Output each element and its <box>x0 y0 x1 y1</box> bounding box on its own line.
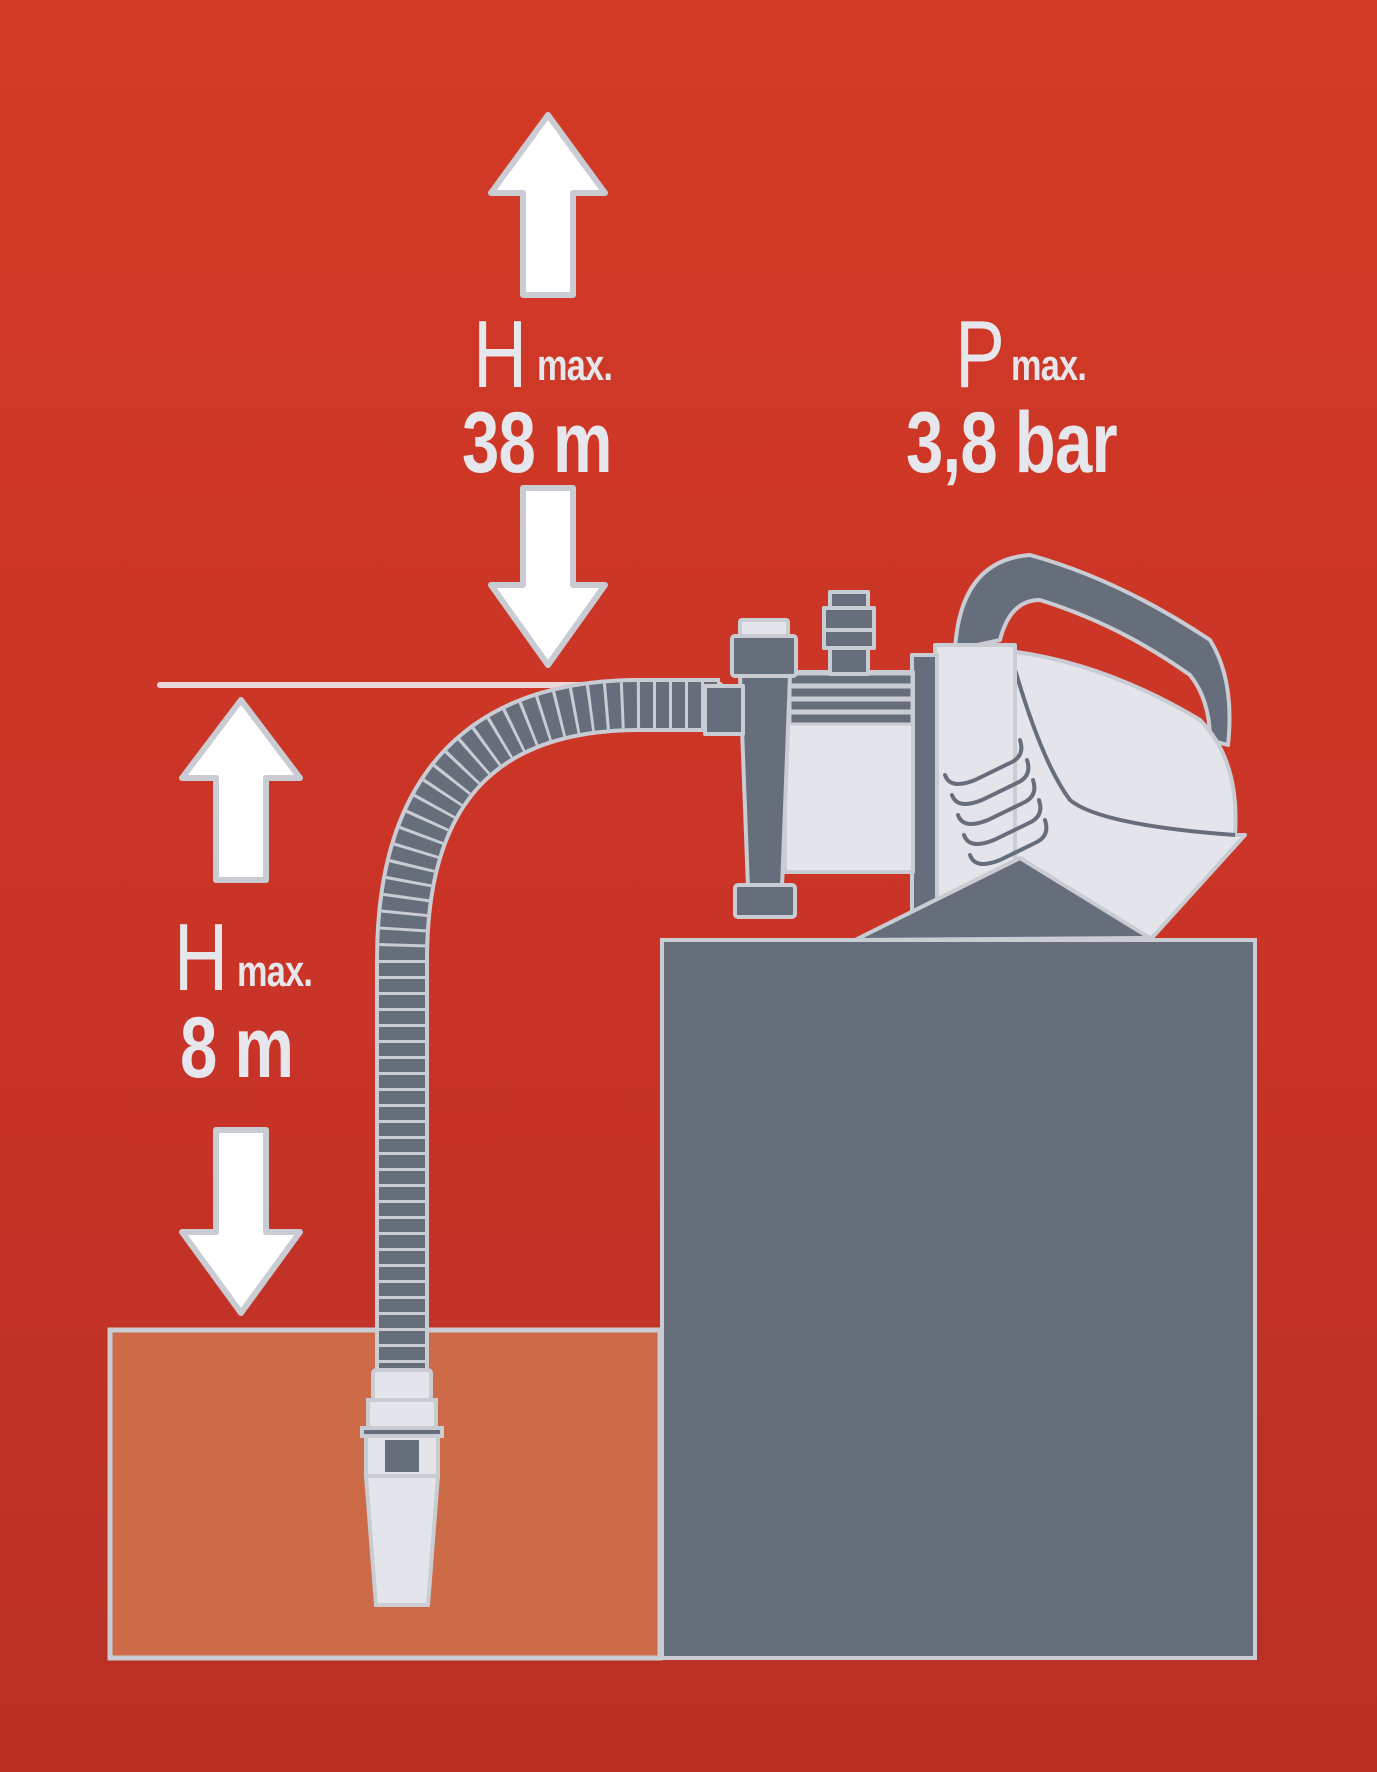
suction-arrow-up-icon <box>179 697 303 883</box>
delivery-head-value: 38 m <box>462 395 613 491</box>
delivery-head-symbol: H <box>473 301 527 408</box>
pressure-value: 3,8 bar <box>906 395 1118 491</box>
pressure-symbol: P <box>955 301 1005 408</box>
pressure-qualifier: max. <box>1011 341 1087 390</box>
suction-arrow-down-icon <box>179 1127 303 1316</box>
suction-head-symbol: H <box>174 904 228 1011</box>
delivery-arrow-up-icon <box>488 112 608 298</box>
suction-head-qualifier: max. <box>237 947 313 996</box>
foot-valve-filter-icon <box>360 1368 444 1607</box>
garden-pump-icon <box>703 553 1247 942</box>
delivery-arrow-down-icon <box>488 485 608 668</box>
suction-hose-icon <box>375 678 720 1370</box>
delivery-head-qualifier: max. <box>537 341 613 390</box>
suction-head-value: 8 m <box>180 1000 294 1096</box>
pump-platform <box>660 938 1257 1660</box>
